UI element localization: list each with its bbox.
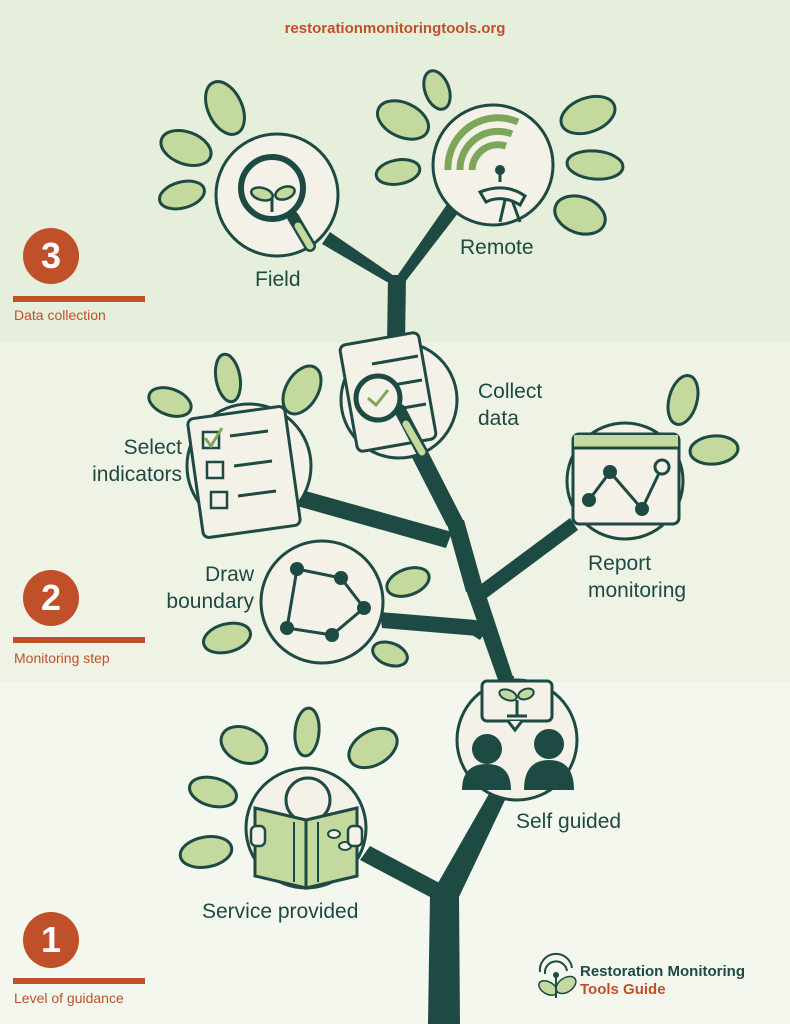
self-guided-label: Self guided xyxy=(516,810,622,833)
level-2-divider xyxy=(13,637,145,643)
brand-name-line1: Restoration Monitoring xyxy=(580,963,745,980)
report-monitoring-icon xyxy=(565,421,685,541)
level-3-badge: 3 xyxy=(23,228,79,284)
select-indicators-icon xyxy=(185,402,313,539)
collect-data-label: Collect data xyxy=(478,378,542,432)
service-provided-label: Service provided xyxy=(202,900,359,923)
field-icon xyxy=(214,132,340,258)
select-indicators-label-line2: indicators xyxy=(92,463,182,486)
level-3-label: Data collection xyxy=(14,307,106,323)
draw-boundary-label: Draw boundary xyxy=(130,561,254,615)
collect-data-icon xyxy=(338,331,459,460)
level-1-badge: 1 xyxy=(23,912,79,968)
website-url[interactable]: restorationmonitoringtools.org xyxy=(284,20,506,37)
level-2-label: Monitoring step xyxy=(14,650,110,666)
brand-logo-icon xyxy=(538,952,577,998)
brand-name-line2: Tools Guide xyxy=(580,981,666,998)
draw-boundary-label-line1: Draw xyxy=(204,563,254,586)
field-label: Field xyxy=(255,268,301,291)
level-2-badge: 2 xyxy=(23,570,79,626)
brand-name: Restoration Monitoring Tools Guide xyxy=(580,963,745,999)
collect-data-label-line2: data xyxy=(478,407,519,430)
remote-label: Remote xyxy=(460,236,534,259)
report-monitoring-label: Report monitoring xyxy=(588,550,686,604)
select-indicators-label-line1: Select xyxy=(123,436,182,459)
report-monitoring-label-line2: monitoring xyxy=(588,579,687,602)
level-3-divider xyxy=(13,296,145,302)
level-1-label: Level of guidance xyxy=(14,990,124,1006)
remote-icon xyxy=(431,103,555,227)
leaves xyxy=(147,69,740,869)
draw-boundary-icon xyxy=(259,539,385,665)
service-provided-icon xyxy=(244,766,368,890)
self-guided-icon xyxy=(455,678,579,802)
collect-data-label-line1: Collect xyxy=(478,380,543,403)
report-monitoring-label-line1: Report xyxy=(588,552,652,575)
select-indicators-label: Select indicators xyxy=(62,434,182,488)
draw-boundary-label-line2: boundary xyxy=(166,590,254,613)
level-1-divider xyxy=(13,978,145,984)
